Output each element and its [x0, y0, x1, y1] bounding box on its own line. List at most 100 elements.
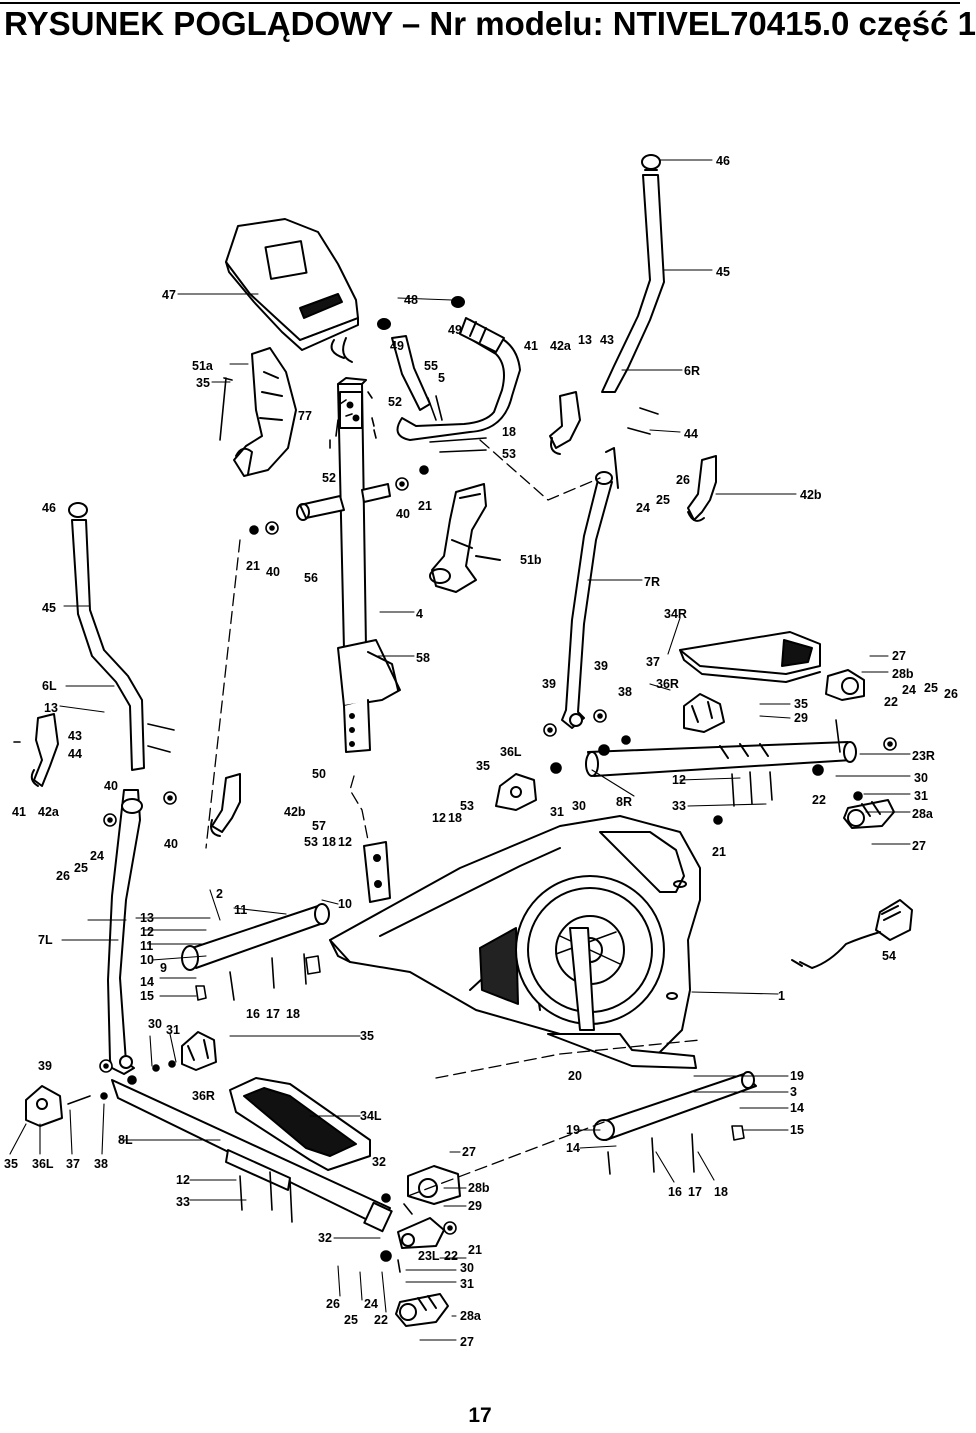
- handlebar-cover-51b: [429, 483, 501, 593]
- part-label: 40: [266, 565, 280, 579]
- right-pedal-tube: [585, 741, 857, 777]
- leader-lines: [9, 159, 911, 1341]
- part-label: 26: [326, 1297, 340, 1311]
- part-label: 32: [372, 1155, 386, 1169]
- left-pedal-tube: [111, 1079, 393, 1233]
- part-label: 12: [432, 811, 446, 825]
- part-label: 51a: [192, 359, 214, 373]
- right-pedal-top-34R: [679, 631, 821, 683]
- part-label: 17: [266, 1007, 280, 1021]
- pedal-bracket-36R-left: [181, 1031, 217, 1071]
- part-label: 22: [444, 1249, 458, 1263]
- part-label: 17: [688, 1185, 702, 1199]
- part-label: 42b: [800, 488, 822, 502]
- part-label: 31: [914, 789, 928, 803]
- part-label: 22: [374, 1313, 388, 1327]
- part-label: 31: [550, 805, 564, 819]
- hardware-fasteners: [13, 377, 897, 1273]
- part-label: 34R: [664, 607, 687, 621]
- part-label: 40: [164, 837, 178, 851]
- part-label: 33: [672, 799, 686, 813]
- part-label: 45: [716, 265, 730, 279]
- part-label: 22: [884, 695, 898, 709]
- part-label: 53: [502, 447, 516, 461]
- part-label: 40: [104, 779, 118, 793]
- part-label: 3: [790, 1085, 797, 1099]
- part-label: 14: [140, 975, 154, 989]
- part-label: 12: [338, 835, 352, 849]
- front-stabilizer: [181, 903, 330, 971]
- part-label: 37: [646, 655, 660, 669]
- part-label: 12: [176, 1173, 190, 1187]
- part-label: 23L: [418, 1249, 440, 1263]
- part-label: 42a: [550, 339, 572, 353]
- part-label: 54: [882, 949, 896, 963]
- part-label: 51b: [520, 553, 542, 567]
- part-label: 52: [322, 471, 336, 485]
- part-label: 35: [4, 1157, 18, 1171]
- part-label: 22: [812, 793, 826, 807]
- part-label: 52: [388, 395, 402, 409]
- part-label: 8R: [616, 795, 632, 809]
- part-label: 43: [600, 333, 614, 347]
- part-label: 32: [318, 1231, 332, 1245]
- part-label: 30: [148, 1017, 162, 1031]
- part-label: 55: [424, 359, 438, 373]
- roller-28b-right: [825, 669, 865, 701]
- part-label: 36L: [500, 745, 522, 759]
- part-label: 6L: [42, 679, 57, 693]
- part-label: 30: [572, 799, 586, 813]
- part-label: 45: [42, 601, 56, 615]
- part-label: 28a: [912, 807, 934, 821]
- part-label: 57: [312, 819, 326, 833]
- part-label: 7R: [644, 575, 660, 589]
- part-label: 8L: [118, 1133, 133, 1147]
- part-label: 27: [892, 649, 906, 663]
- part-label: 28b: [892, 667, 914, 681]
- part-label: 27: [912, 839, 926, 853]
- part-label: 24: [364, 1297, 378, 1311]
- part-label: 18: [714, 1185, 728, 1199]
- pedal-bracket-36L-mid: [495, 773, 537, 811]
- part-label: 42a: [38, 805, 60, 819]
- part-label: 38: [94, 1157, 108, 1171]
- roller-28b-left: [407, 1165, 461, 1205]
- part-label: 24: [636, 501, 650, 515]
- part-label: 15: [140, 989, 154, 1003]
- part-label: 33: [176, 1195, 190, 1209]
- part-label: 30: [460, 1261, 474, 1275]
- bracket-23L: [397, 1217, 445, 1249]
- left-pedal-arm: [107, 789, 143, 1075]
- part-label: 13: [140, 911, 154, 925]
- part-label: 31: [460, 1277, 474, 1291]
- part-label: 26: [56, 869, 70, 883]
- part-label: 23R: [912, 749, 935, 763]
- rear-stabilizer: [593, 1071, 757, 1141]
- part-label: 36R: [192, 1089, 215, 1103]
- part-label: 25: [344, 1313, 358, 1327]
- part-label: 28b: [468, 1181, 490, 1195]
- page-title: RYSUNEK POGLĄDOWY – Nr modelu: NTIVEL704…: [4, 5, 976, 42]
- part-label: 18: [502, 425, 516, 439]
- part-label: 49: [448, 323, 462, 337]
- part-label: 27: [462, 1145, 476, 1159]
- roller-28a-left: [395, 1293, 449, 1327]
- part-label: 27: [460, 1335, 474, 1349]
- part-label: 5: [438, 371, 445, 385]
- part-label: 20: [568, 1069, 582, 1083]
- part-label: 43: [68, 729, 82, 743]
- part-label: 26: [676, 473, 690, 487]
- part-label: 34L: [360, 1109, 382, 1123]
- part-label: 28a: [460, 1309, 482, 1323]
- part-label: 25: [656, 493, 670, 507]
- part-label: 16: [668, 1185, 682, 1199]
- part-label: 25: [74, 861, 88, 875]
- part-label: 47: [162, 288, 176, 302]
- assembly-lines: [205, 439, 701, 1197]
- part-label: 58: [416, 651, 430, 665]
- part-label: 6R: [684, 364, 700, 378]
- central-mast: [296, 377, 401, 753]
- main-frame: [329, 815, 701, 1069]
- part-label: 25: [924, 681, 938, 695]
- part-label: 2: [216, 887, 223, 901]
